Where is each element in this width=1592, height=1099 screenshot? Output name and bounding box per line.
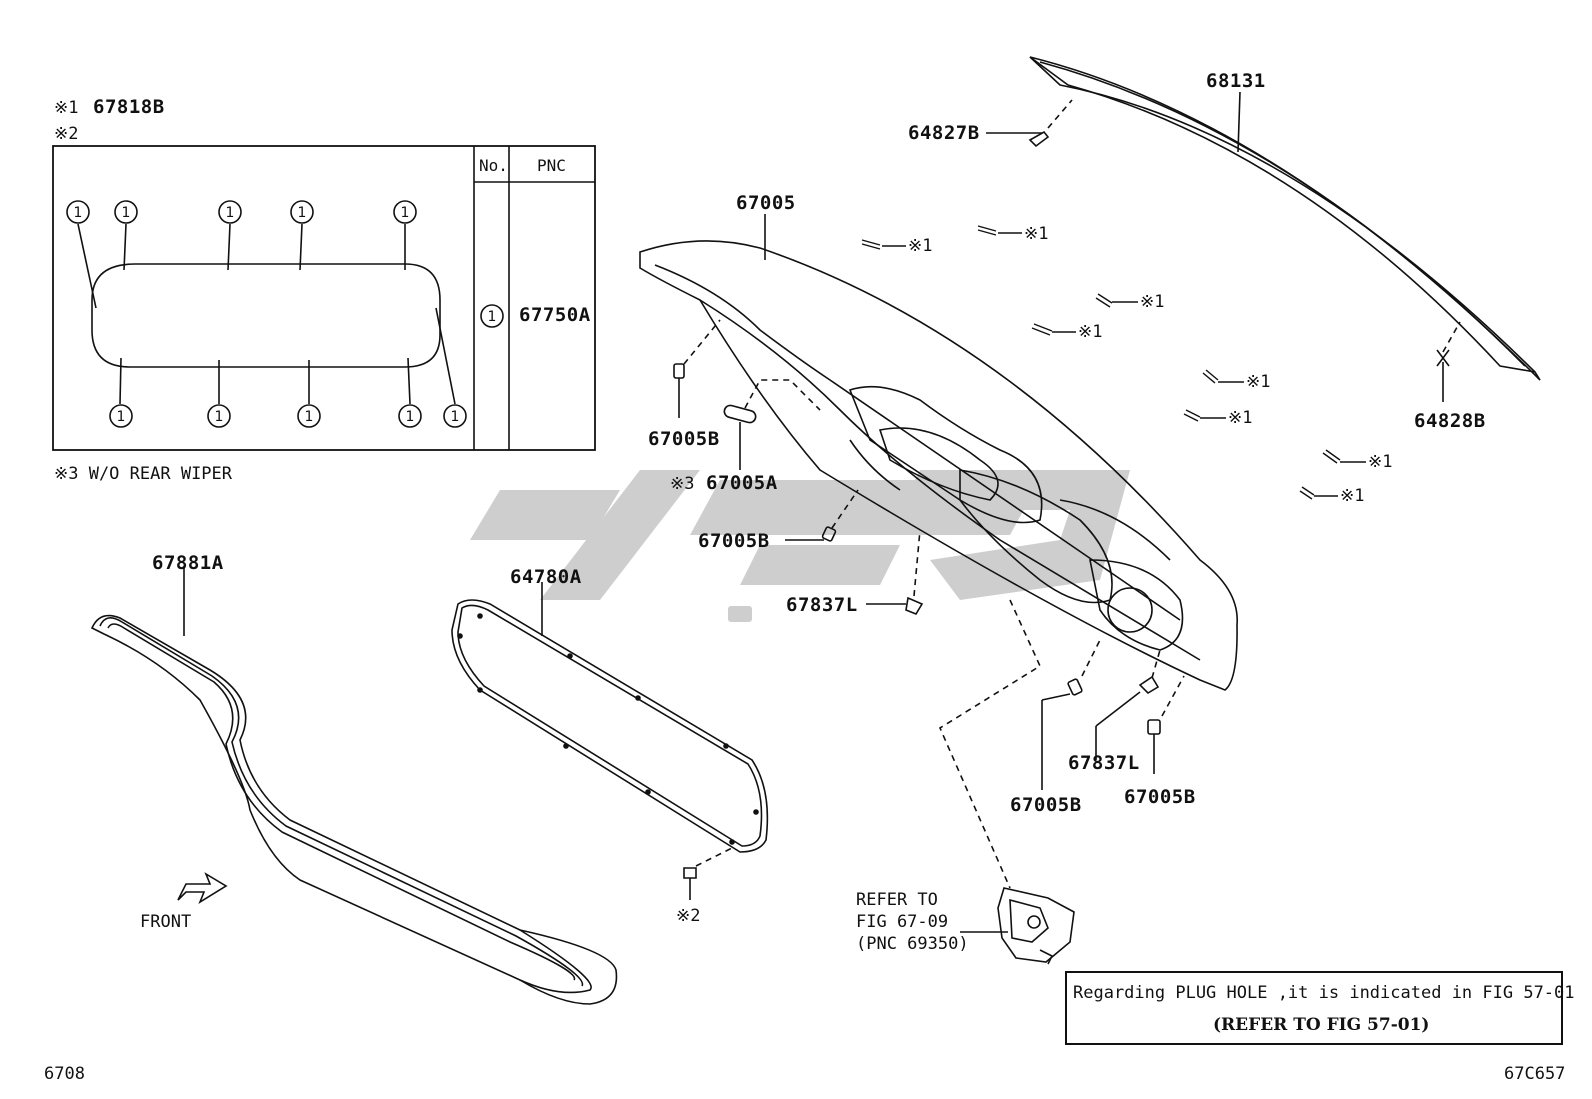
row-no-circle <box>480 304 504 328</box>
front-label: FRONT <box>140 912 192 932</box>
fastener-mark: ※1 <box>1078 322 1103 342</box>
clip-number-1: 1 <box>117 409 126 425</box>
bumper-67005b-right <box>1147 675 1185 774</box>
footer-right-code: 67C657 <box>1504 1064 1566 1084</box>
lock-dashed-path <box>938 599 1042 889</box>
label-67005a: 67005A <box>706 472 778 494</box>
label-67005b-mid: 67005B <box>698 530 770 552</box>
clip-64827b <box>1028 130 1050 148</box>
note-line1: Regarding PLUG HOLE ,it is indicated in … <box>1073 983 1575 1003</box>
clip-number-1: 1 <box>215 409 224 425</box>
clip-number-1: 1 <box>305 409 314 425</box>
clip-number-1: 1 <box>406 409 415 425</box>
fastener-mark: ※1 <box>1368 452 1393 472</box>
fastener-pins <box>861 225 1366 500</box>
clip-67837l-left <box>866 529 924 615</box>
label-68131: 68131 <box>1206 70 1266 92</box>
weatherstrip-67881a <box>90 614 618 1005</box>
front-arrow-icon <box>177 872 228 904</box>
bumper-67005b-upper <box>673 319 721 418</box>
clip-number-1: 1 <box>226 205 235 221</box>
label-67881a: 67881A <box>152 552 224 574</box>
table-header-pnc: PNC <box>537 156 566 175</box>
inset-box <box>52 145 596 451</box>
table-header-no: No. <box>479 156 508 175</box>
label-67837l-right: 67837L <box>1068 752 1140 774</box>
label-64780a: 64780A <box>510 566 582 588</box>
cover-64780a <box>451 599 769 853</box>
lock-assembly <box>960 887 1075 965</box>
inset-seal-outline <box>77 223 456 405</box>
plug-hole-note: Regarding PLUG HOLE ,it is indicated in … <box>1065 971 1575 1045</box>
fastener-mark: ※1 <box>908 236 933 256</box>
bumper-67005b-mid <box>785 489 859 542</box>
label-67005a-mark: ※3 <box>670 474 695 494</box>
label-clip-mark2: ※2 <box>676 906 701 926</box>
fastener-mark: ※1 <box>1246 372 1271 392</box>
inset-note1-mark: ※1 <box>54 98 79 118</box>
refer-line1: REFER TO <box>856 890 938 910</box>
refer-line3: (PNC 69350) <box>856 934 969 954</box>
clip-callout-circles <box>66 200 467 428</box>
clip-number-1: 1 <box>122 205 131 221</box>
leader-68131 <box>1237 91 1241 153</box>
clip-64828b <box>1436 349 1450 367</box>
back-door-67005 <box>639 240 1238 691</box>
clip-67837l-right <box>1095 649 1161 760</box>
clip-mark2 <box>683 847 733 900</box>
clip-number-1: 1 <box>401 205 410 221</box>
inset-note2-mark: ※2 <box>54 124 79 144</box>
fastener-mark: ※1 <box>1140 292 1165 312</box>
label-67005b-right: 67005B <box>1124 786 1196 808</box>
footer-left-code: 6708 <box>44 1064 85 1084</box>
refer-line2: FIG 67-09 <box>856 912 949 932</box>
clip-number-1: 1 <box>74 205 83 221</box>
stopper-67005a <box>723 379 821 470</box>
inset-footnote: ※3 W/O REAR WIPER <box>54 464 233 484</box>
fastener-mark: ※1 <box>1228 408 1253 428</box>
label-67837l-left: 67837L <box>786 594 858 616</box>
label-64828b: 64828B <box>1414 410 1486 432</box>
inset-note1-pnc: 67818B <box>93 96 165 118</box>
fastener-mark: ※1 <box>1340 486 1365 506</box>
spoiler-68131 <box>1029 56 1541 381</box>
label-67005b-lower: 67005B <box>1010 794 1082 816</box>
table-row-pnc: 67750A <box>519 304 591 326</box>
bumper-67005b-lower <box>1041 639 1101 790</box>
note-line2: (REFER TO FIG 57-01) <box>1213 1015 1430 1035</box>
clip-number-1: 1 <box>451 409 460 425</box>
label-67005b-upper: 67005B <box>648 428 720 450</box>
label-67005: 67005 <box>736 192 796 214</box>
clip-number-1: 1 <box>298 205 307 221</box>
clip-number-1: 1 <box>488 309 497 325</box>
label-64827b: 64827B <box>908 122 980 144</box>
fastener-mark: ※1 <box>1024 224 1049 244</box>
